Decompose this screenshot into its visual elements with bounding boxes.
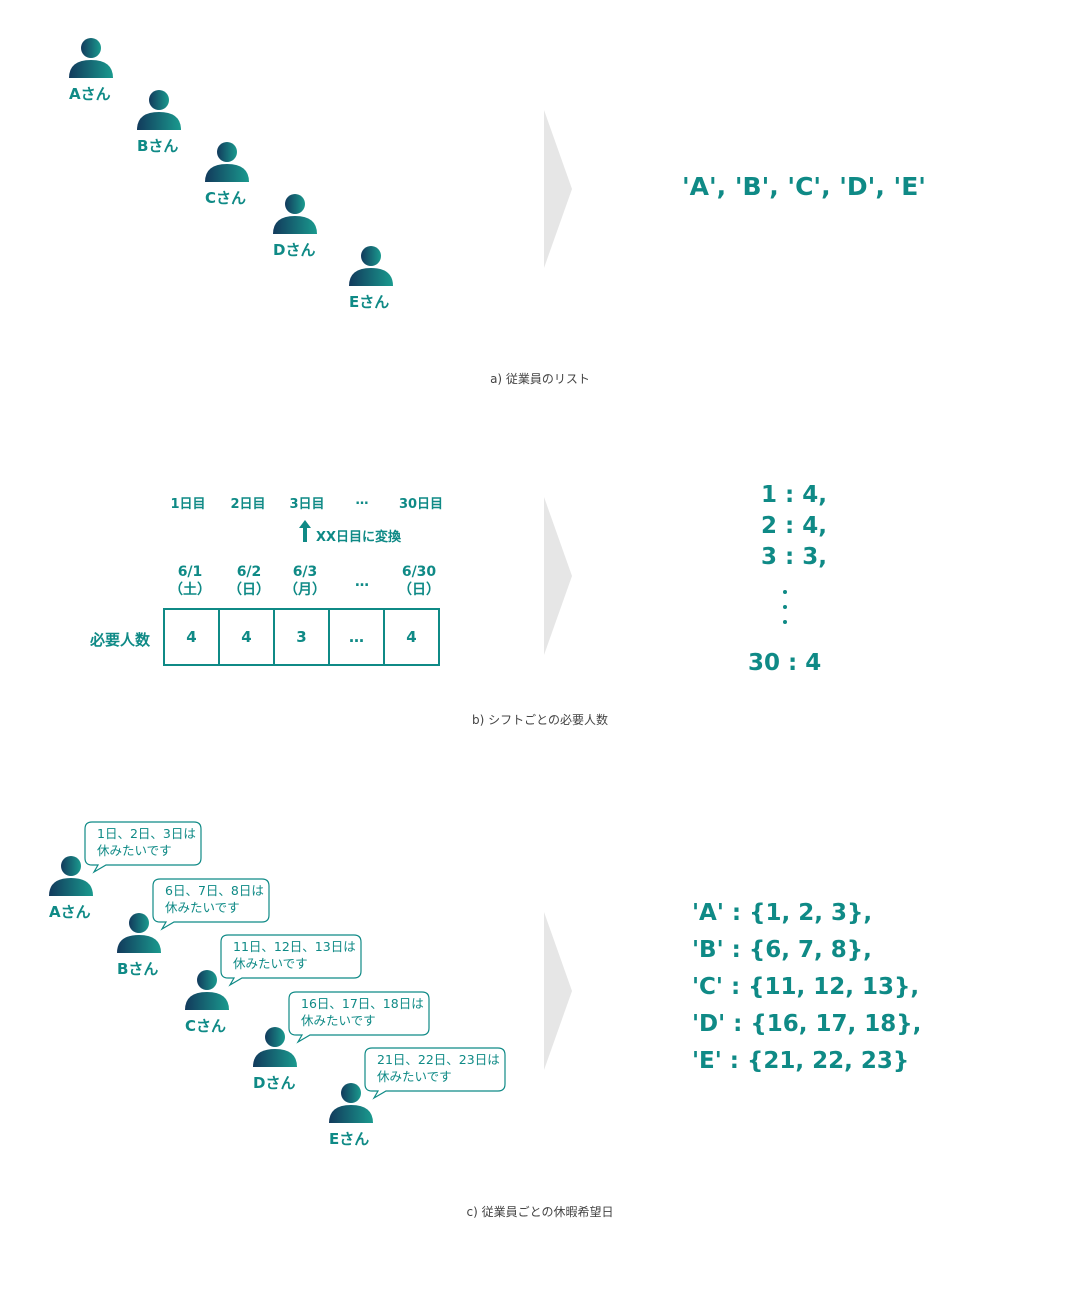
person-name: Bさん	[137, 137, 179, 155]
chevron-right-icon	[544, 497, 572, 655]
person-icon	[349, 246, 393, 286]
speech-bubble-icon	[364, 1047, 506, 1100]
date-label: 6/1（土）	[169, 564, 211, 598]
table-row: 4 4 3 … 4	[163, 608, 440, 666]
result-line: 'B' : {6, 7, 8},	[692, 937, 872, 963]
person-name: Dさん	[273, 241, 316, 259]
result-line: 'D' : {16, 17, 18},	[692, 1011, 922, 1037]
employee-list-result: 'A', 'B', 'C', 'D', 'E'	[682, 172, 926, 201]
person-name: Dさん	[253, 1074, 296, 1092]
person-name: Cさん	[205, 189, 247, 207]
person-icon	[205, 142, 249, 182]
result-line: 2 : 4,	[761, 513, 827, 539]
person-icon	[185, 970, 229, 1010]
table-cell: …	[328, 608, 385, 666]
speech-bubble-icon	[84, 821, 202, 874]
person-icon	[253, 1027, 297, 1067]
person-name: Aさん	[69, 85, 111, 103]
day-label: 2日目	[230, 497, 266, 512]
required-staff-table: 4 4 3 … 4	[163, 608, 440, 666]
person-name: Eさん	[349, 293, 390, 311]
chevron-right-icon	[544, 110, 572, 268]
person-icon	[329, 1083, 373, 1123]
caption-a: a) 従業員のリスト	[490, 372, 590, 386]
day-label: 1日目	[170, 497, 206, 512]
date-label: 6/3（月）	[284, 564, 326, 598]
date-label: …	[355, 574, 369, 590]
result-line: 'E' : {21, 22, 23}	[692, 1048, 910, 1074]
person-name: Cさん	[185, 1017, 227, 1035]
person-icon	[49, 856, 93, 896]
caption-b: b) シフトごとの必要人数	[472, 713, 608, 727]
speech-bubble-icon	[288, 991, 430, 1044]
date-label: 6/2（日）	[228, 564, 270, 598]
result-line: 30 : 4	[748, 650, 822, 676]
speech-bubble-icon	[220, 934, 362, 987]
speech-bubble-icon	[152, 878, 270, 931]
person-icon	[69, 38, 113, 78]
arrow-up-icon	[299, 520, 311, 542]
person-name: Bさん	[117, 960, 159, 978]
caption-c: c) 従業員ごとの休暇希望日	[466, 1205, 614, 1219]
result-line: 3 : 3,	[761, 544, 827, 570]
day-label: 30日目	[398, 497, 444, 512]
person-icon	[137, 90, 181, 130]
result-line: 1 : 4,	[761, 482, 827, 508]
date-label: 6/30（日）	[398, 564, 440, 598]
chevron-right-icon	[544, 912, 572, 1070]
person-name: Aさん	[49, 903, 91, 921]
person-icon	[273, 194, 317, 234]
result-line: 'C' : {11, 12, 13},	[692, 974, 920, 1000]
vertical-ellipsis-icon	[783, 590, 787, 624]
row-label: 必要人数	[90, 631, 151, 649]
day-label: …	[355, 493, 369, 508]
table-cell: 3	[273, 608, 330, 666]
person-name: Eさん	[329, 1130, 370, 1148]
day-label: 3日目	[289, 497, 325, 512]
table-cell: 4	[163, 608, 220, 666]
convert-label: XX日目に変換	[316, 530, 402, 545]
result-line: 'A' : {1, 2, 3},	[692, 900, 873, 926]
table-cell: 4	[383, 608, 440, 666]
table-cell: 4	[218, 608, 275, 666]
person-icon	[117, 913, 161, 953]
